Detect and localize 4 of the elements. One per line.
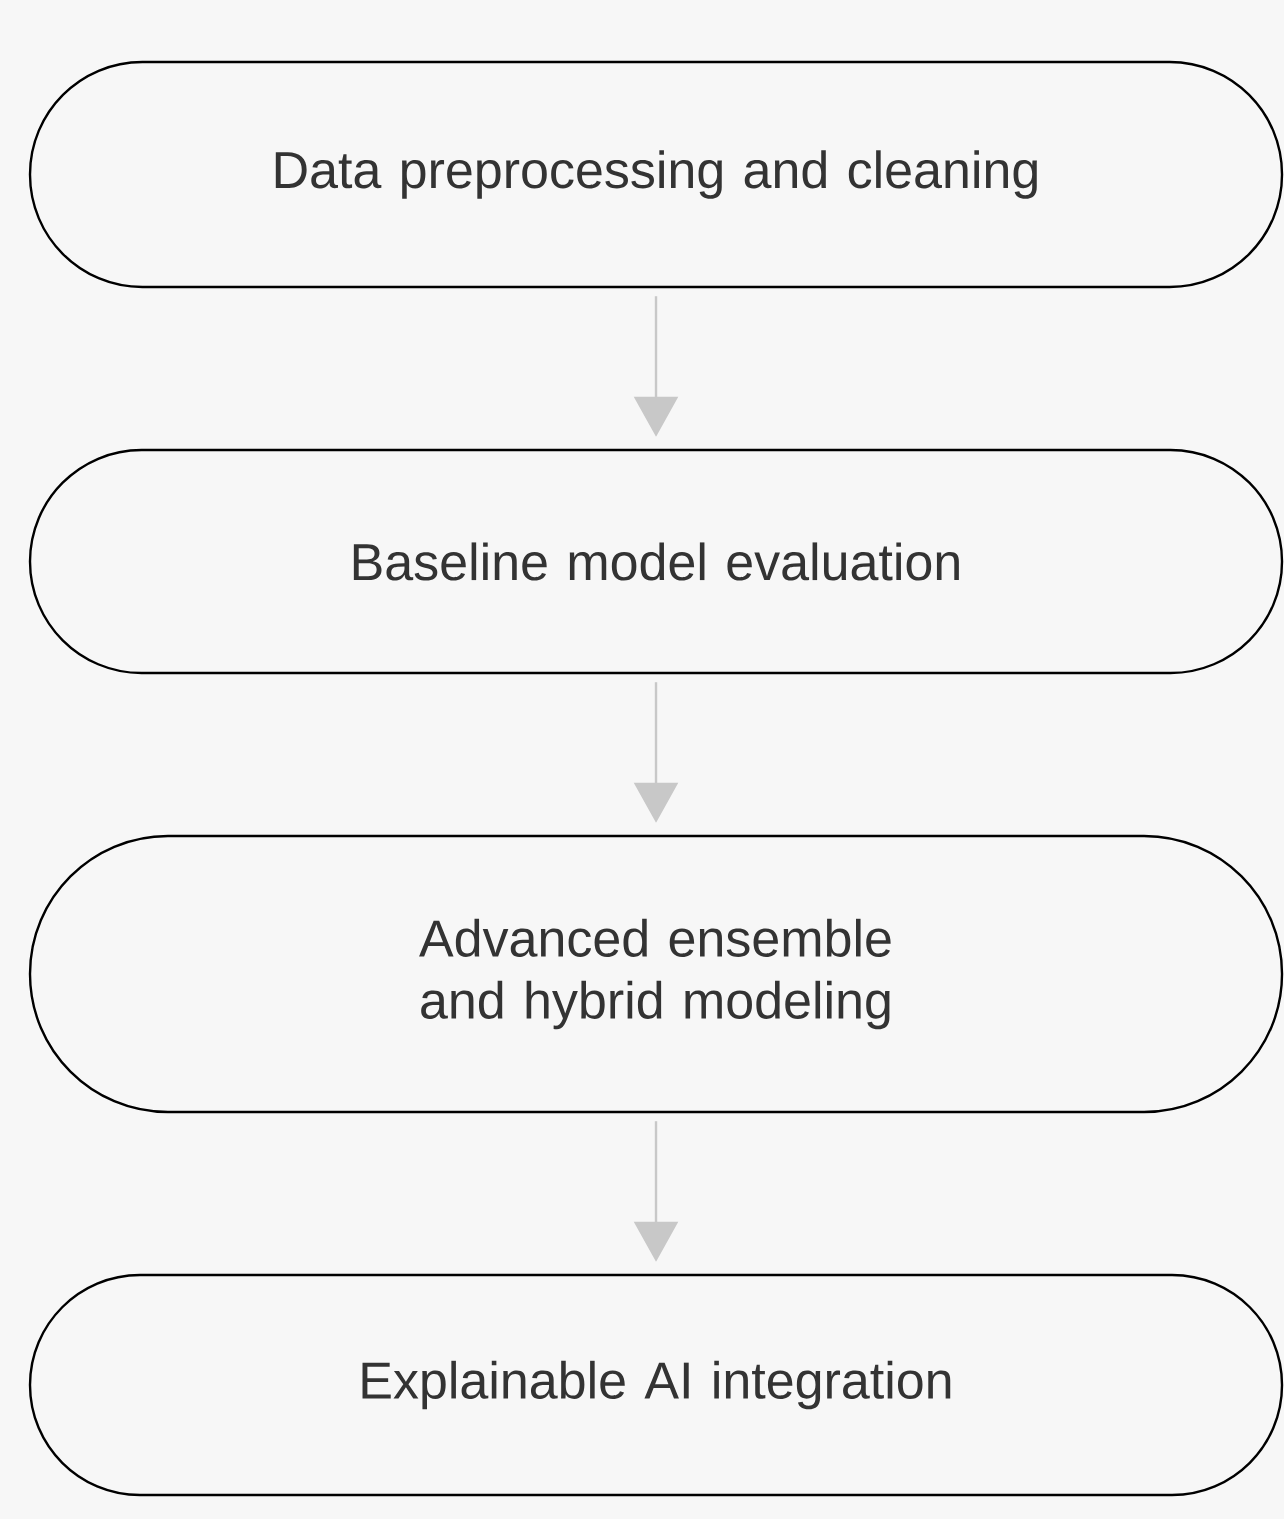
process-box: Advanced ensemble and hybrid modeling: [28, 834, 1284, 1114]
process-box: Baseline model evaluation: [28, 448, 1284, 675]
process-box: Data preprocessing and cleaning: [28, 60, 1284, 289]
process-box: Explainable AI integration: [28, 1273, 1284, 1497]
